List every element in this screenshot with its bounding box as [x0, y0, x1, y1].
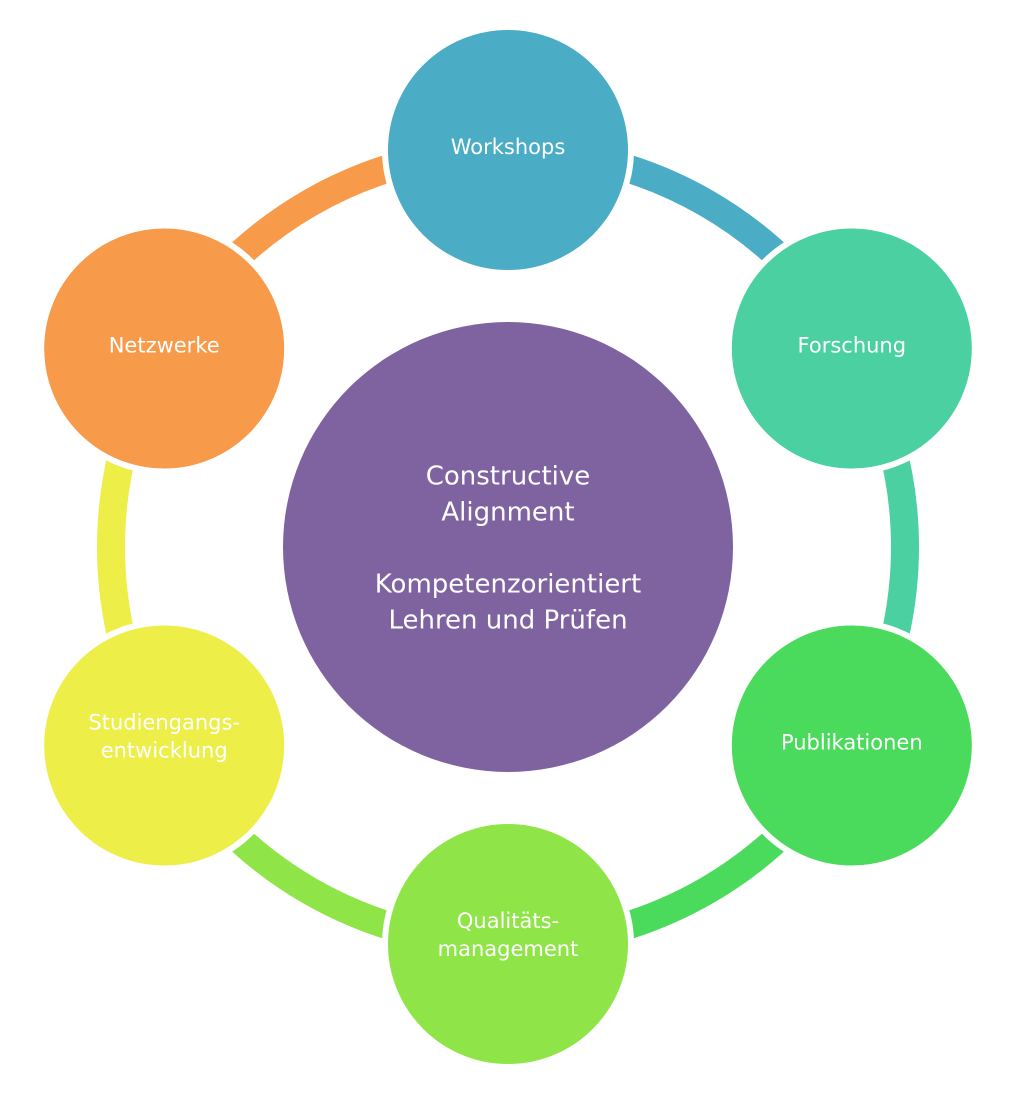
node-forschung: Forschung: [725, 222, 978, 475]
node-label-studiengangsentwicklung: Studiengangs-: [88, 711, 240, 735]
connector-studiengangsentwicklung-to-netzwerke: [97, 438, 139, 656]
node-circle-workshops: [382, 24, 634, 276]
connector-publikationen-to-qualitaetsmanagement: [605, 816, 801, 945]
node-circle-netzwerke: [38, 222, 291, 475]
center-label-line: Constructive: [426, 462, 591, 492]
center-label-line: Lehren und Prüfen: [388, 606, 627, 636]
node-label-qualitaetsmanagement: Qualitäts-: [457, 909, 559, 933]
node-label-publikationen: Publikationen: [781, 731, 923, 755]
node-workshops: Workshops: [382, 24, 634, 276]
center-label-line: Kompetenzorientiert: [375, 570, 641, 600]
connector-workshops-to-forschung: [605, 149, 801, 278]
node-qualitaetsmanagement: Qualitäts-management: [382, 818, 634, 1070]
center-label-line: Alignment: [441, 498, 574, 528]
node-label-studiengangsentwicklung: entwicklung: [101, 739, 228, 763]
center-label: ConstructiveAlignmentKompetenzorientiert…: [375, 462, 641, 636]
outer-nodes: WorkshopsForschungPublikationenQualitäts…: [38, 24, 978, 1070]
connector-netzwerke-to-workshops: [215, 149, 411, 278]
node-label-netzwerke: Netzwerke: [109, 334, 220, 358]
node-label-forschung: Forschung: [798, 334, 907, 358]
node-netzwerke: Netzwerke: [38, 222, 291, 475]
connector-forschung-to-publikationen: [877, 438, 919, 656]
node-label-workshops: Workshops: [451, 135, 566, 159]
center-circle: [283, 322, 733, 772]
node-circle-qualitaetsmanagement: [382, 818, 634, 1070]
node-circle-forschung: [725, 222, 978, 475]
center-node: ConstructiveAlignmentKompetenzorientiert…: [283, 322, 733, 772]
node-label-qualitaetsmanagement: management: [438, 937, 579, 961]
connector-qualitaetsmanagement-to-studiengangsentwicklung: [215, 816, 411, 945]
node-circle-studiengangsentwicklung: [38, 619, 291, 872]
node-studiengangsentwicklung: Studiengangs-entwicklung: [38, 619, 291, 872]
node-publikationen: Publikationen: [725, 619, 978, 872]
node-circle-publikationen: [725, 619, 978, 872]
